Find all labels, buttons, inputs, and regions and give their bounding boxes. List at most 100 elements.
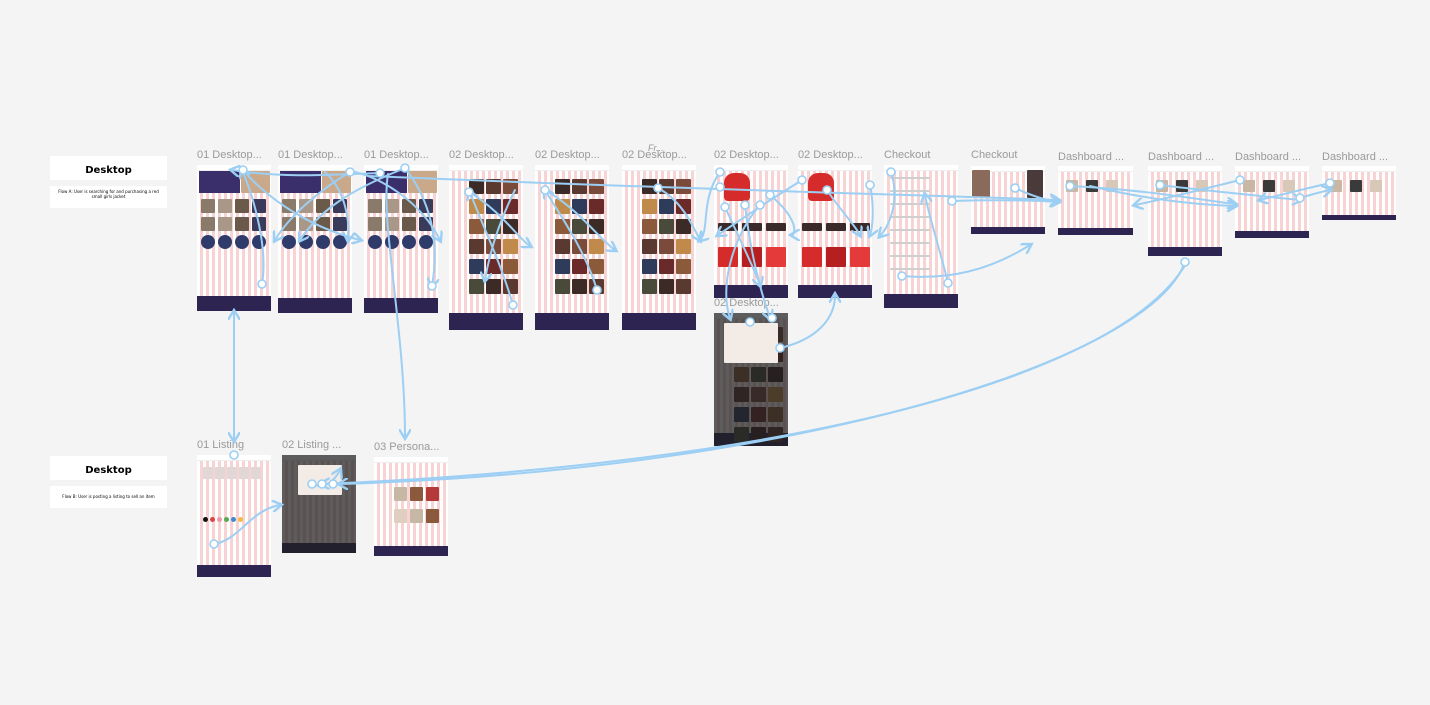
frame-title[interactable]: 01 Listing — [197, 439, 245, 451]
frame-thumbnail — [316, 235, 330, 249]
frame-thumbnail — [299, 217, 313, 231]
frame-footer — [197, 565, 271, 577]
frame-nav — [197, 455, 271, 461]
frame-product-thumbnail — [572, 239, 587, 254]
frame-thumbnail — [419, 235, 433, 249]
frame-footer — [884, 294, 958, 308]
frame-title[interactable]: 02 Desktop... — [535, 149, 600, 161]
frame-thumbnail — [201, 235, 215, 249]
frame-home-3[interactable] — [364, 165, 438, 313]
frame-title[interactable]: 03 Persona... — [374, 441, 440, 453]
frame-title[interactable]: Dashboard ... — [1148, 151, 1215, 163]
frame-product-thumbnail — [642, 199, 657, 214]
frame-footer — [1058, 228, 1133, 235]
frame-title[interactable]: 02 Desktop... — [798, 149, 863, 161]
frame-form-line — [890, 268, 930, 270]
frame-title[interactable]: Checkout — [884, 149, 931, 161]
frame-product-2[interactable] — [798, 165, 872, 298]
frame-title[interactable]: Dashboard ... — [1322, 151, 1389, 163]
frame-product-thumbnail — [659, 259, 674, 274]
frame-thumbnail — [282, 235, 296, 249]
frame-title[interactable]: 01 Desktop... — [197, 149, 262, 161]
frame-product-1[interactable] — [714, 165, 788, 298]
frame-nav — [1148, 166, 1222, 172]
frame-persona[interactable] — [374, 457, 448, 556]
frame-color-swatch — [217, 517, 222, 522]
frame-nav — [971, 166, 1045, 172]
frame-footer — [535, 313, 609, 330]
frame-dashboard-item — [1106, 180, 1118, 192]
frame-checkout-2[interactable] — [971, 166, 1045, 234]
flow-a-description: Flow A: User is searching for and purcha… — [50, 186, 167, 208]
frame-dashboard-item — [1066, 180, 1078, 192]
frame-title[interactable]: 02 Desktop... — [714, 297, 779, 309]
frame-title[interactable]: 01 Desktop... — [278, 149, 343, 161]
frame-product-thumbnail — [676, 259, 691, 274]
frame-checkout-1[interactable] — [884, 165, 958, 308]
frame-thumbnail — [235, 217, 249, 231]
frame-upload-slot — [227, 467, 237, 479]
frame-footer — [1235, 231, 1309, 238]
frame-product-thumbnail — [555, 199, 570, 214]
frame-product-thumbnail — [659, 239, 674, 254]
frame-color-swatch — [231, 517, 236, 522]
frame-dashboard-3[interactable] — [1235, 166, 1309, 238]
frame-footer — [197, 296, 271, 311]
frame-title[interactable]: 02 Listing ... — [282, 439, 342, 451]
frame-listing-thumbnail — [426, 487, 439, 501]
frame-confirm-image — [1027, 170, 1043, 198]
frame-listing-modal[interactable] — [282, 455, 356, 553]
frame-home-2[interactable] — [278, 165, 352, 313]
frame-product-thumbnail — [589, 259, 604, 274]
frame-home-1[interactable] — [197, 165, 271, 311]
frame-product-thumbnail — [486, 179, 501, 194]
frame-grid-1[interactable] — [449, 165, 523, 330]
frame-product-thumbnail — [642, 279, 657, 294]
frame-grid-3[interactable] — [622, 165, 696, 330]
frame-related-thumbnail — [718, 223, 738, 231]
frame-grid-2[interactable] — [535, 165, 609, 330]
frame-thumbnail — [299, 199, 313, 213]
frame-product-thumbnail — [676, 219, 691, 234]
frame-thumbnail — [402, 217, 416, 231]
frame-confirm-image — [972, 170, 990, 198]
frame-dashboard-2[interactable] — [1148, 166, 1222, 256]
frame-thumbnail — [402, 235, 416, 249]
frame-dashboard-item — [1086, 180, 1098, 192]
frame-thumbnail — [385, 235, 399, 249]
frame-modal — [298, 465, 342, 495]
frame-related-thumbnail — [826, 223, 846, 231]
frame-title[interactable]: Dashboard ... — [1235, 151, 1302, 163]
frame-dashboard-4[interactable] — [1322, 166, 1396, 220]
frame-title[interactable]: Checkout — [971, 149, 1018, 161]
frame-title[interactable]: 02 Desktop... — [449, 149, 514, 161]
frame-listing-1[interactable] — [197, 455, 271, 577]
frame-product-thumbnail — [486, 219, 501, 234]
frame-product-thumbnail — [659, 279, 674, 294]
frame-dashboard-1[interactable] — [1058, 166, 1133, 235]
frame-title[interactable]: 01 Desktop... — [364, 149, 429, 161]
frame-title[interactable]: 02 Desktop... — [622, 149, 687, 161]
frame-product-thumbnail — [486, 279, 501, 294]
fold-label: Fr... — [648, 143, 664, 153]
frame-thumbnail — [235, 235, 249, 249]
frame-product-thumbnail — [589, 279, 604, 294]
frame-product-thumbnail — [469, 199, 484, 214]
frame-related-thumbnail — [850, 223, 870, 231]
connector — [779, 295, 835, 349]
frame-grid-modal[interactable] — [714, 313, 788, 446]
frame-title[interactable]: 02 Desktop... — [714, 149, 779, 161]
frame-nav — [449, 165, 523, 171]
frame-product-thumbnail — [503, 219, 518, 234]
frame-title[interactable]: Dashboard ... — [1058, 151, 1125, 163]
frame-thumbnail — [368, 199, 382, 213]
frame-thumbnail — [252, 199, 266, 213]
frame-color-swatch — [203, 517, 208, 522]
frame-thumbnail — [316, 217, 330, 231]
frame-product-thumbnail — [572, 179, 587, 194]
frame-related-thumbnail — [766, 223, 786, 231]
frame-upload-slot — [239, 467, 249, 479]
frame-thumbnail — [385, 217, 399, 231]
frame-product-thumbnail — [486, 199, 501, 214]
